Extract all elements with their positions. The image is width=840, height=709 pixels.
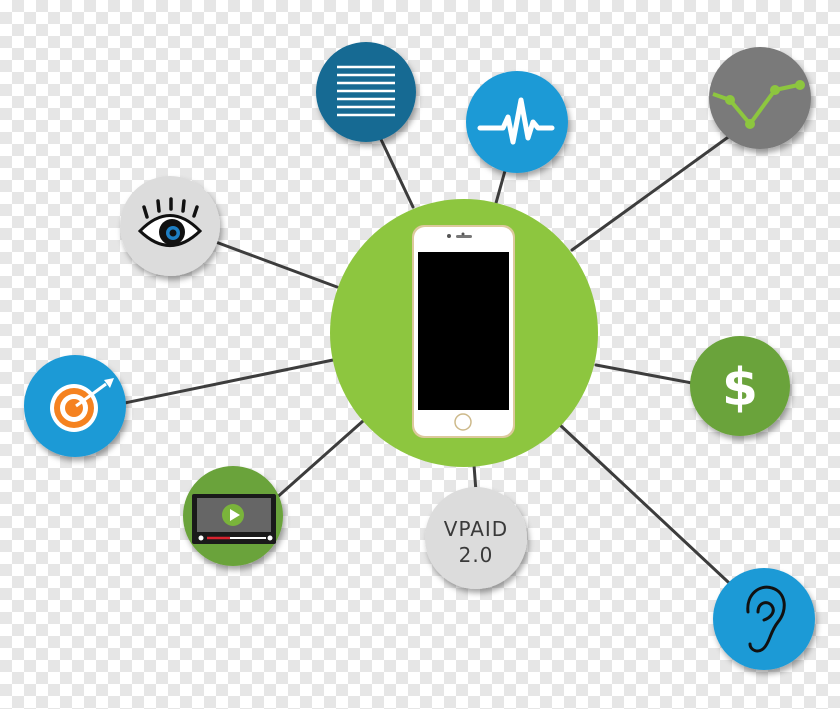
dollar-icon: $: [722, 358, 758, 418]
smartphone-icon: [412, 225, 515, 438]
pulse-icon: [477, 97, 555, 145]
connector-dollar: [594, 363, 710, 388]
dollar-node: [690, 336, 790, 436]
eye-icon: [137, 197, 203, 247]
ear-icon: [746, 585, 786, 653]
connector-ear: [558, 423, 744, 597]
central-hub: [330, 199, 598, 467]
line-chart-icon: [712, 80, 805, 129]
vpaid-node: [425, 487, 527, 589]
document-lines-icon: [337, 65, 395, 117]
vpaid-label-line1: VPAID: [444, 517, 508, 541]
connector-video: [263, 419, 365, 510]
connector-document: [376, 131, 415, 209]
connector-lines: [108, 128, 744, 597]
chart-node: [709, 47, 811, 149]
connector-chart: [570, 128, 740, 252]
vpaid-label-line2: 2.0: [459, 543, 494, 567]
target-icon: [50, 378, 114, 432]
connector-target: [108, 358, 335, 408]
connector-eye: [203, 236, 339, 289]
video-player-icon: [192, 494, 276, 544]
